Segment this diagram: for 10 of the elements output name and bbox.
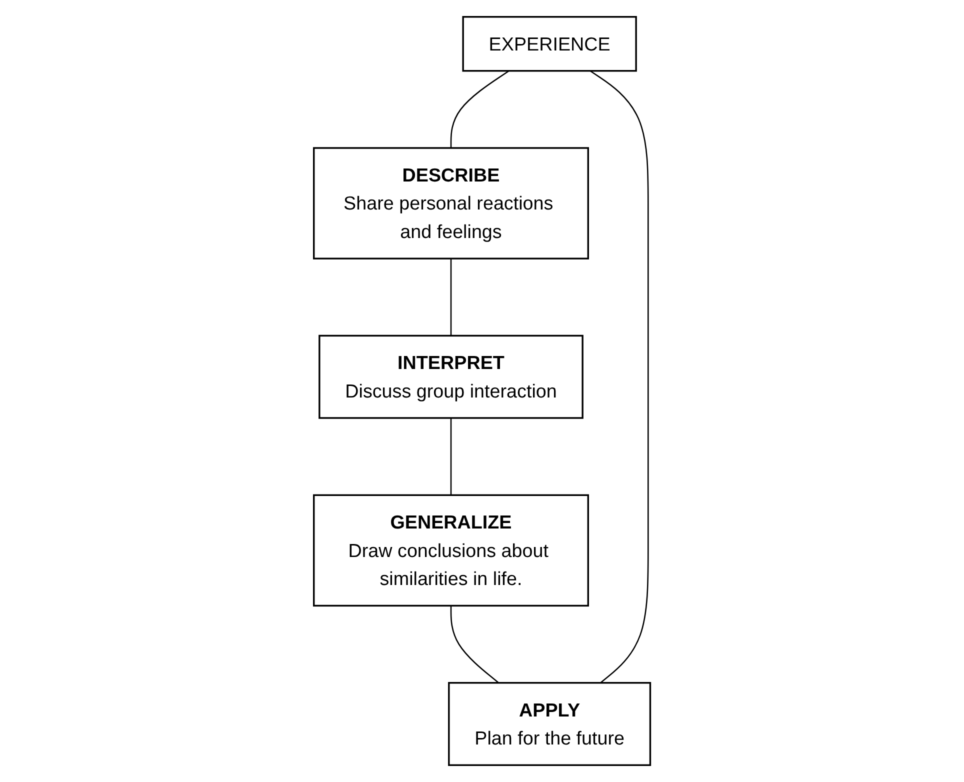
node-box: INTERPRET Discuss group interaction — [318, 334, 584, 419]
node-box: GENERALIZE Draw conclusions about similarities in life. — [312, 494, 589, 607]
node-box: APPLY Plan for the future — [448, 682, 652, 766]
node-box: EXPERIENCE — [462, 16, 637, 72]
connector — [450, 258, 452, 336]
connector — [450, 70, 510, 148]
node-box: DESCRIBE Share personal reactions and feelings — [312, 147, 589, 260]
connector — [590, 70, 649, 684]
connector — [450, 418, 452, 496]
connector — [450, 606, 500, 684]
